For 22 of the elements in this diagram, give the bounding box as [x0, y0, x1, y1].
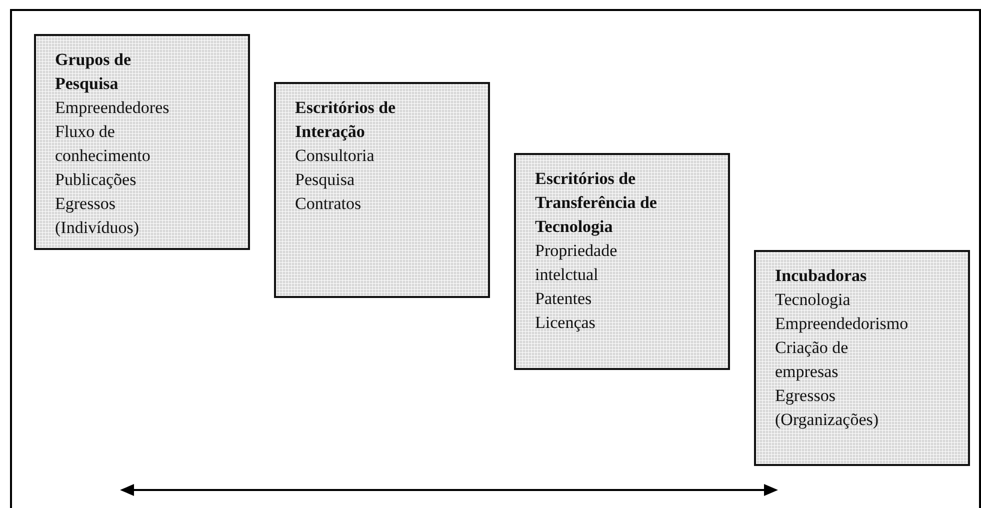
process-box — [754, 250, 970, 466]
box-item: Consultoria — [295, 145, 376, 167]
box-item: Licenças — [535, 312, 596, 334]
process-box — [274, 82, 490, 298]
box-item: Pesquisa — [295, 169, 356, 191]
box-item: Egressos (Indivíduos) — [55, 193, 140, 239]
box-item: Propriedade intelctual — [535, 240, 618, 286]
process-box — [514, 153, 730, 370]
box-heading: Grupos de Pesquisa — [55, 49, 132, 95]
box-item: Contratos — [295, 193, 362, 215]
box-item: Tecnologia — [775, 289, 852, 311]
box-item: Egressos (Organizações) — [775, 385, 880, 431]
box-item: Empreendedores — [55, 97, 170, 119]
box-item: Criação de empresas — [775, 337, 850, 383]
box-item: Fluxo de conhecimento — [55, 121, 152, 167]
box-heading: Escritórios de Interação — [295, 97, 397, 143]
box-item: Patentes — [535, 288, 593, 310]
process-box — [34, 34, 250, 250]
box-heading: Escritórios de Transferência de Tecnologia — [535, 168, 658, 238]
box-item: Empreendedorismo — [775, 313, 910, 335]
box-heading: Incubadoras — [775, 265, 868, 287]
box-item: Publicações — [55, 169, 138, 191]
